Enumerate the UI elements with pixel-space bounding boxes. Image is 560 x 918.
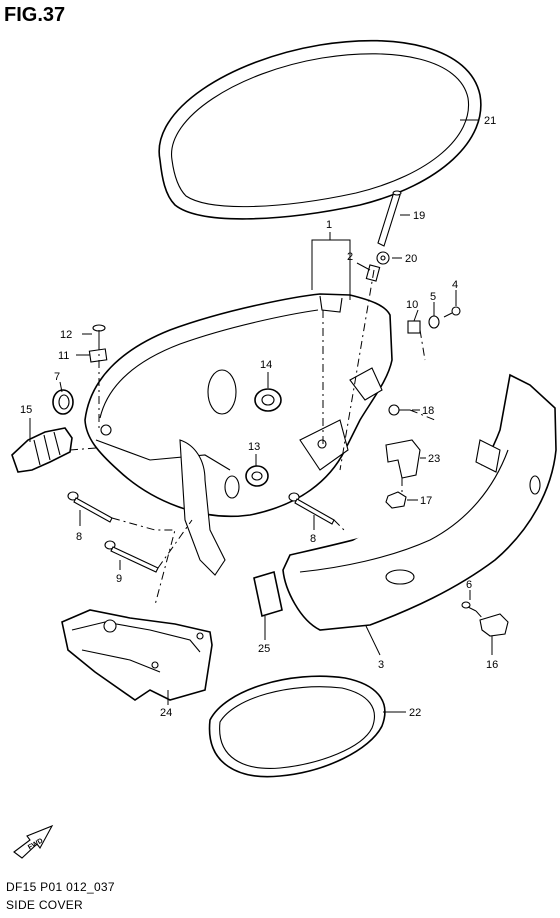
callout-14: 14 (260, 359, 272, 371)
part-6-screw (461, 601, 477, 612)
part-3-side-cover-right (282, 373, 557, 631)
callout-6: 6 (466, 579, 472, 591)
callout-13: 13 (248, 441, 260, 453)
figure-title: FIG.37 (4, 4, 66, 26)
part-1-side-cover-left (84, 293, 393, 576)
part-11-nut (88, 348, 108, 363)
part-25-plate (253, 570, 283, 618)
callout-20: 20 (405, 253, 417, 265)
callout-5: 5 (430, 291, 436, 303)
part-8-bolt-right (288, 492, 335, 525)
diagram-name: SIDE COVER (6, 898, 84, 912)
part-24-front-cover (61, 609, 213, 701)
part-5-washer (428, 315, 440, 329)
part-12-screw (92, 324, 106, 342)
callout-19: 19 (413, 210, 425, 222)
callout-23: 23 (428, 453, 440, 465)
callout-4: 4 (452, 279, 458, 291)
callout-18: 18 (422, 405, 434, 417)
part-9-bolt (104, 540, 159, 573)
part-15-boot (11, 427, 73, 473)
fwd-arrow: FWD (13, 824, 54, 859)
part-16-clip (479, 613, 509, 637)
callout-10: 10 (406, 299, 418, 311)
part-4-screw (443, 306, 461, 318)
part-17-nut (385, 491, 407, 509)
part-21-upper-seal (158, 39, 482, 220)
part-19-tube (377, 190, 402, 247)
part-10-nut (407, 320, 421, 334)
part-7-grommet (52, 389, 74, 415)
part-13-grommet (245, 465, 269, 487)
callout-24: 24 (160, 707, 172, 719)
callout-11: 11 (58, 350, 69, 362)
part-14-grommet (254, 388, 282, 412)
callout-8b: 8 (310, 533, 316, 545)
part-22-lower-seal (208, 675, 386, 778)
callout-2: 2 (347, 251, 353, 263)
callout-7: 7 (54, 371, 60, 383)
part-18-screw (388, 404, 410, 416)
callout-25: 25 (258, 643, 270, 655)
callout-21: 21 (484, 115, 496, 127)
callout-15: 15 (20, 404, 32, 416)
callout-16: 16 (486, 659, 498, 671)
callout-1: 1 (326, 219, 332, 231)
callout-9: 9 (116, 573, 122, 585)
leader-lines (29, 119, 493, 713)
callout-22: 22 (409, 707, 421, 719)
part-23-bracket (385, 439, 421, 479)
part-20-clip (376, 251, 390, 265)
callout-3: 3 (378, 659, 384, 671)
part-8-bolt-left (67, 491, 113, 523)
callout-8a: 8 (76, 531, 82, 543)
callout-12: 12 (60, 329, 72, 341)
callout-17: 17 (420, 495, 432, 507)
diagram-code: DF15 P01 012_037 (6, 880, 115, 894)
